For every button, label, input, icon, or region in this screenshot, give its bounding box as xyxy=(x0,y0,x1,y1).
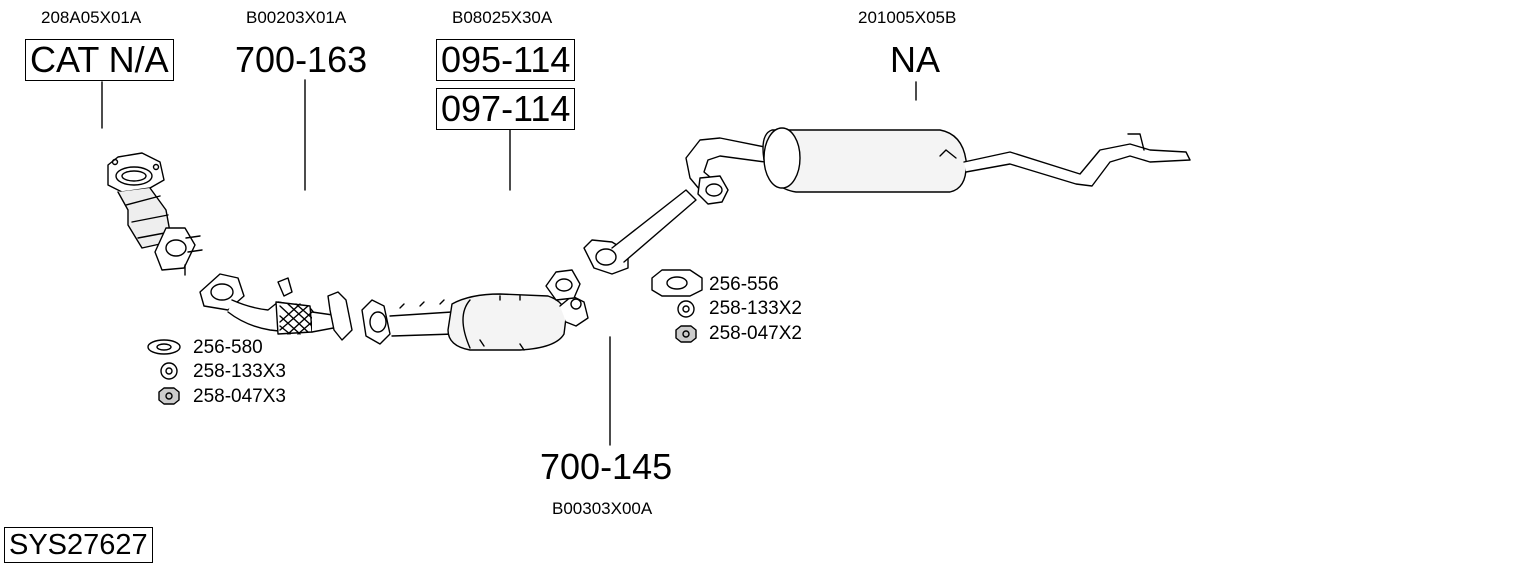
hardware-group-1 xyxy=(147,339,181,405)
part-number-center-pipe[interactable]: 700-145 xyxy=(540,446,673,487)
hardware-spring-label[interactable]: 258-133X3 xyxy=(193,361,286,382)
center-pipe-icon[interactable] xyxy=(583,189,697,275)
hardware-gasket-label[interactable]: 256-556 xyxy=(709,274,779,295)
part-ref-rear-silencer: 201005X05B xyxy=(858,8,957,27)
part-number-rear-silencer[interactable]: NA xyxy=(890,39,941,80)
nut-icon xyxy=(158,387,180,405)
hardware-spring-label[interactable]: 258-133X2 xyxy=(709,298,802,319)
part-number-dpf[interactable]: 095-114 xyxy=(436,39,576,81)
catalyst-icon[interactable] xyxy=(107,152,203,276)
nut-icon xyxy=(675,325,697,343)
hardware-nut-label[interactable]: 258-047X2 xyxy=(709,323,802,344)
part-number-catalyst[interactable]: CAT N/A xyxy=(25,39,174,81)
spring-washer-icon xyxy=(677,300,695,318)
hardware-nut-label[interactable]: 258-047X3 xyxy=(193,386,286,407)
part-ref-dpf: B08025X30A xyxy=(452,8,553,27)
hardware-gasket-label[interactable]: 256-580 xyxy=(193,337,263,358)
part-ref-center-pipe: B00303X00A xyxy=(552,499,653,518)
leader-lines xyxy=(101,79,917,446)
part-number-front-pipe[interactable]: 700-163 xyxy=(235,39,368,80)
rear-silencer-icon[interactable] xyxy=(685,127,1191,205)
gasket-icon xyxy=(147,339,181,355)
part-ref-catalyst: 208A05X01A xyxy=(41,8,142,27)
front-pipe-icon[interactable] xyxy=(199,273,353,341)
dpf-icon[interactable] xyxy=(361,269,589,351)
part-ref-front-pipe: B00203X01A xyxy=(246,8,347,27)
system-code: SYS27627 xyxy=(4,527,153,563)
part-number-dpf-alt[interactable]: 097-114 xyxy=(436,88,576,130)
hardware-group-2 xyxy=(651,269,703,343)
spring-washer-icon xyxy=(160,362,178,380)
gasket-icon xyxy=(651,269,703,297)
